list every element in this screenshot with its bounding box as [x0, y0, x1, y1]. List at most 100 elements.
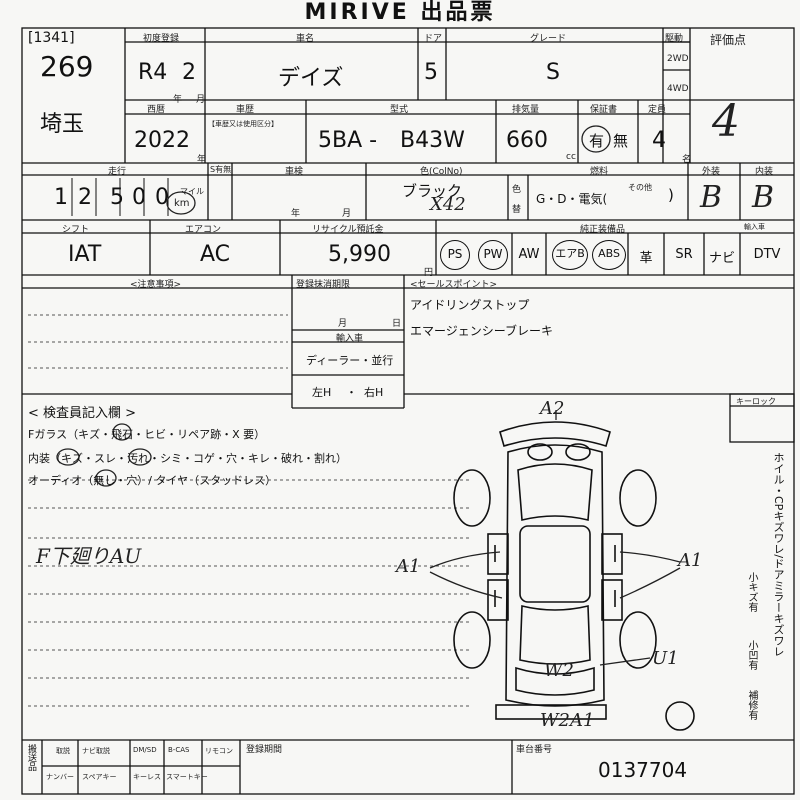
- interior-grade: B: [752, 180, 775, 215]
- car-name: デイズ: [278, 66, 344, 91]
- equipment-ps: PS: [440, 240, 470, 270]
- label-score: 評価点: [710, 33, 747, 47]
- mileage-mile: マイル: [180, 187, 204, 196]
- fuel-other: その他: [628, 183, 652, 192]
- inspection-year: 年: [291, 209, 301, 219]
- label-notes: <注意事項>: [130, 280, 182, 290]
- handwritten-note: F下廻りAU: [36, 544, 142, 568]
- sales-point: アイドリングストップ: [410, 298, 530, 312]
- model-prefix: 5BA -: [318, 128, 378, 153]
- recycle-unit: 円: [424, 268, 434, 278]
- attach-7: スペアキー: [82, 773, 117, 781]
- drive-4wd: 4WD: [667, 84, 689, 94]
- shift-value: IAT: [68, 242, 102, 267]
- label-reg-deadline: 登録抹消期限: [296, 280, 351, 290]
- label-interior: 内装: [755, 167, 774, 177]
- label-fuel: 燃料: [590, 167, 609, 177]
- lot-code: [1341]: [28, 30, 75, 46]
- color-code: X42: [430, 194, 466, 215]
- score-value: 4: [712, 96, 740, 147]
- lot-number: 269: [40, 50, 94, 83]
- inspector-line: 内装（キズ・スレ・汚れ・シミ・コゲ・穴・キレ・破れ・割れ）: [28, 452, 347, 465]
- fuel-options: G・D・電気(: [536, 192, 608, 206]
- drive-2wd: 2WD: [667, 54, 689, 64]
- label-import: 輸入車: [744, 223, 765, 231]
- month-unit: 月: [196, 95, 206, 105]
- label-mileage: 走行: [108, 167, 127, 177]
- car-diagram: [453, 421, 695, 731]
- equipment-pw: PW: [478, 240, 508, 270]
- mark-left: A1: [396, 556, 421, 577]
- recycle-fee: 5,990: [328, 242, 391, 267]
- warranty-no: 無: [613, 132, 629, 150]
- attach-6: ナンバー: [46, 773, 74, 781]
- attach-5: リモコン: [205, 747, 233, 755]
- equipment-sunroof: SR: [675, 247, 693, 262]
- label-storage: 登録期間: [246, 745, 283, 755]
- deadline-month: 月: [338, 319, 348, 329]
- mileage-digit: 1: [54, 185, 68, 210]
- label-grade: グレード: [530, 34, 567, 44]
- era: R4: [138, 60, 168, 85]
- inspection-month: 月: [342, 209, 352, 219]
- label-carry: 搬送品: [26, 744, 36, 771]
- sales-point: エマージェンシーブレーキ: [410, 324, 554, 338]
- displacement: 660: [506, 128, 548, 153]
- label-color: 色(ColNo): [420, 167, 463, 177]
- label-equipment: 純正装備品: [580, 225, 626, 235]
- label-exterior: 外装: [702, 167, 721, 177]
- delivery-left: 左H: [312, 386, 332, 399]
- vehicle-serial: 0137704: [598, 758, 688, 782]
- inspector-line: Fガラス（キズ・飛石・ヒビ・リペア跡・X 要）: [28, 428, 266, 441]
- era-unit: 年: [173, 95, 183, 105]
- color-name: ブラック: [402, 182, 463, 200]
- equipment-abs: ABS: [592, 240, 626, 270]
- attach-4: B-CAS: [168, 746, 190, 754]
- label-displacement: 排気量: [512, 105, 540, 115]
- label-aircon: エアコン: [185, 225, 222, 235]
- mileage-digit: 5: [110, 185, 124, 210]
- mileage-digit: 2: [78, 185, 92, 210]
- label-warranty: 保証書: [590, 105, 618, 115]
- sheet-title: MIRIVE 出品票: [304, 0, 496, 25]
- label-shift: シフト: [62, 225, 90, 235]
- equipment-navi: ナビ: [708, 251, 735, 266]
- side-sub: 小キズ有: [746, 572, 757, 612]
- label-sales-points: <セールスポイント>: [410, 280, 498, 290]
- region: 埼玉: [40, 112, 85, 137]
- delivery-dot: ・: [346, 386, 357, 399]
- year-unit: 年: [197, 155, 207, 165]
- mark-rear-left: W2: [544, 660, 574, 681]
- label-vehicle-number: 車台番号: [516, 745, 553, 755]
- model-year: 2022: [134, 128, 190, 153]
- attach-2: ナビ取説: [82, 747, 110, 755]
- label-car-type: 車歴: [236, 105, 255, 115]
- warranty-yes: 有: [589, 132, 605, 150]
- attach-9: スマートキー: [166, 773, 208, 781]
- delivery-right: 右H: [364, 386, 384, 399]
- mark-right: A1: [678, 550, 703, 571]
- reg-month: 2: [182, 60, 196, 85]
- delivery-dealer: ディーラー・並行: [306, 354, 394, 367]
- equipment-airbag: エアB: [552, 240, 588, 270]
- delivery-label: 輸入車: [336, 334, 364, 344]
- mileage-digit: 0: [155, 185, 169, 210]
- equipment-leather: 革: [639, 251, 653, 266]
- color-label-2: 替: [512, 205, 522, 215]
- cc-unit: cc: [566, 152, 576, 162]
- color-label-1: 色: [512, 185, 522, 195]
- label-first-reg: 初度登録: [143, 34, 180, 44]
- deadline-day: 日: [392, 319, 402, 329]
- equipment-dtv: DTV: [753, 247, 781, 262]
- attach-1: 取説: [56, 747, 70, 755]
- label-capacity: 定員: [648, 105, 667, 115]
- aircon-value: AC: [200, 242, 231, 267]
- label-s-flag: S有無: [210, 165, 232, 174]
- mileage-digit: 0: [132, 185, 146, 210]
- model-code: B43W: [400, 128, 465, 153]
- equipment-aw: AW: [518, 247, 540, 262]
- capacity-unit: 名: [682, 155, 692, 165]
- mark-front: A2: [540, 398, 565, 419]
